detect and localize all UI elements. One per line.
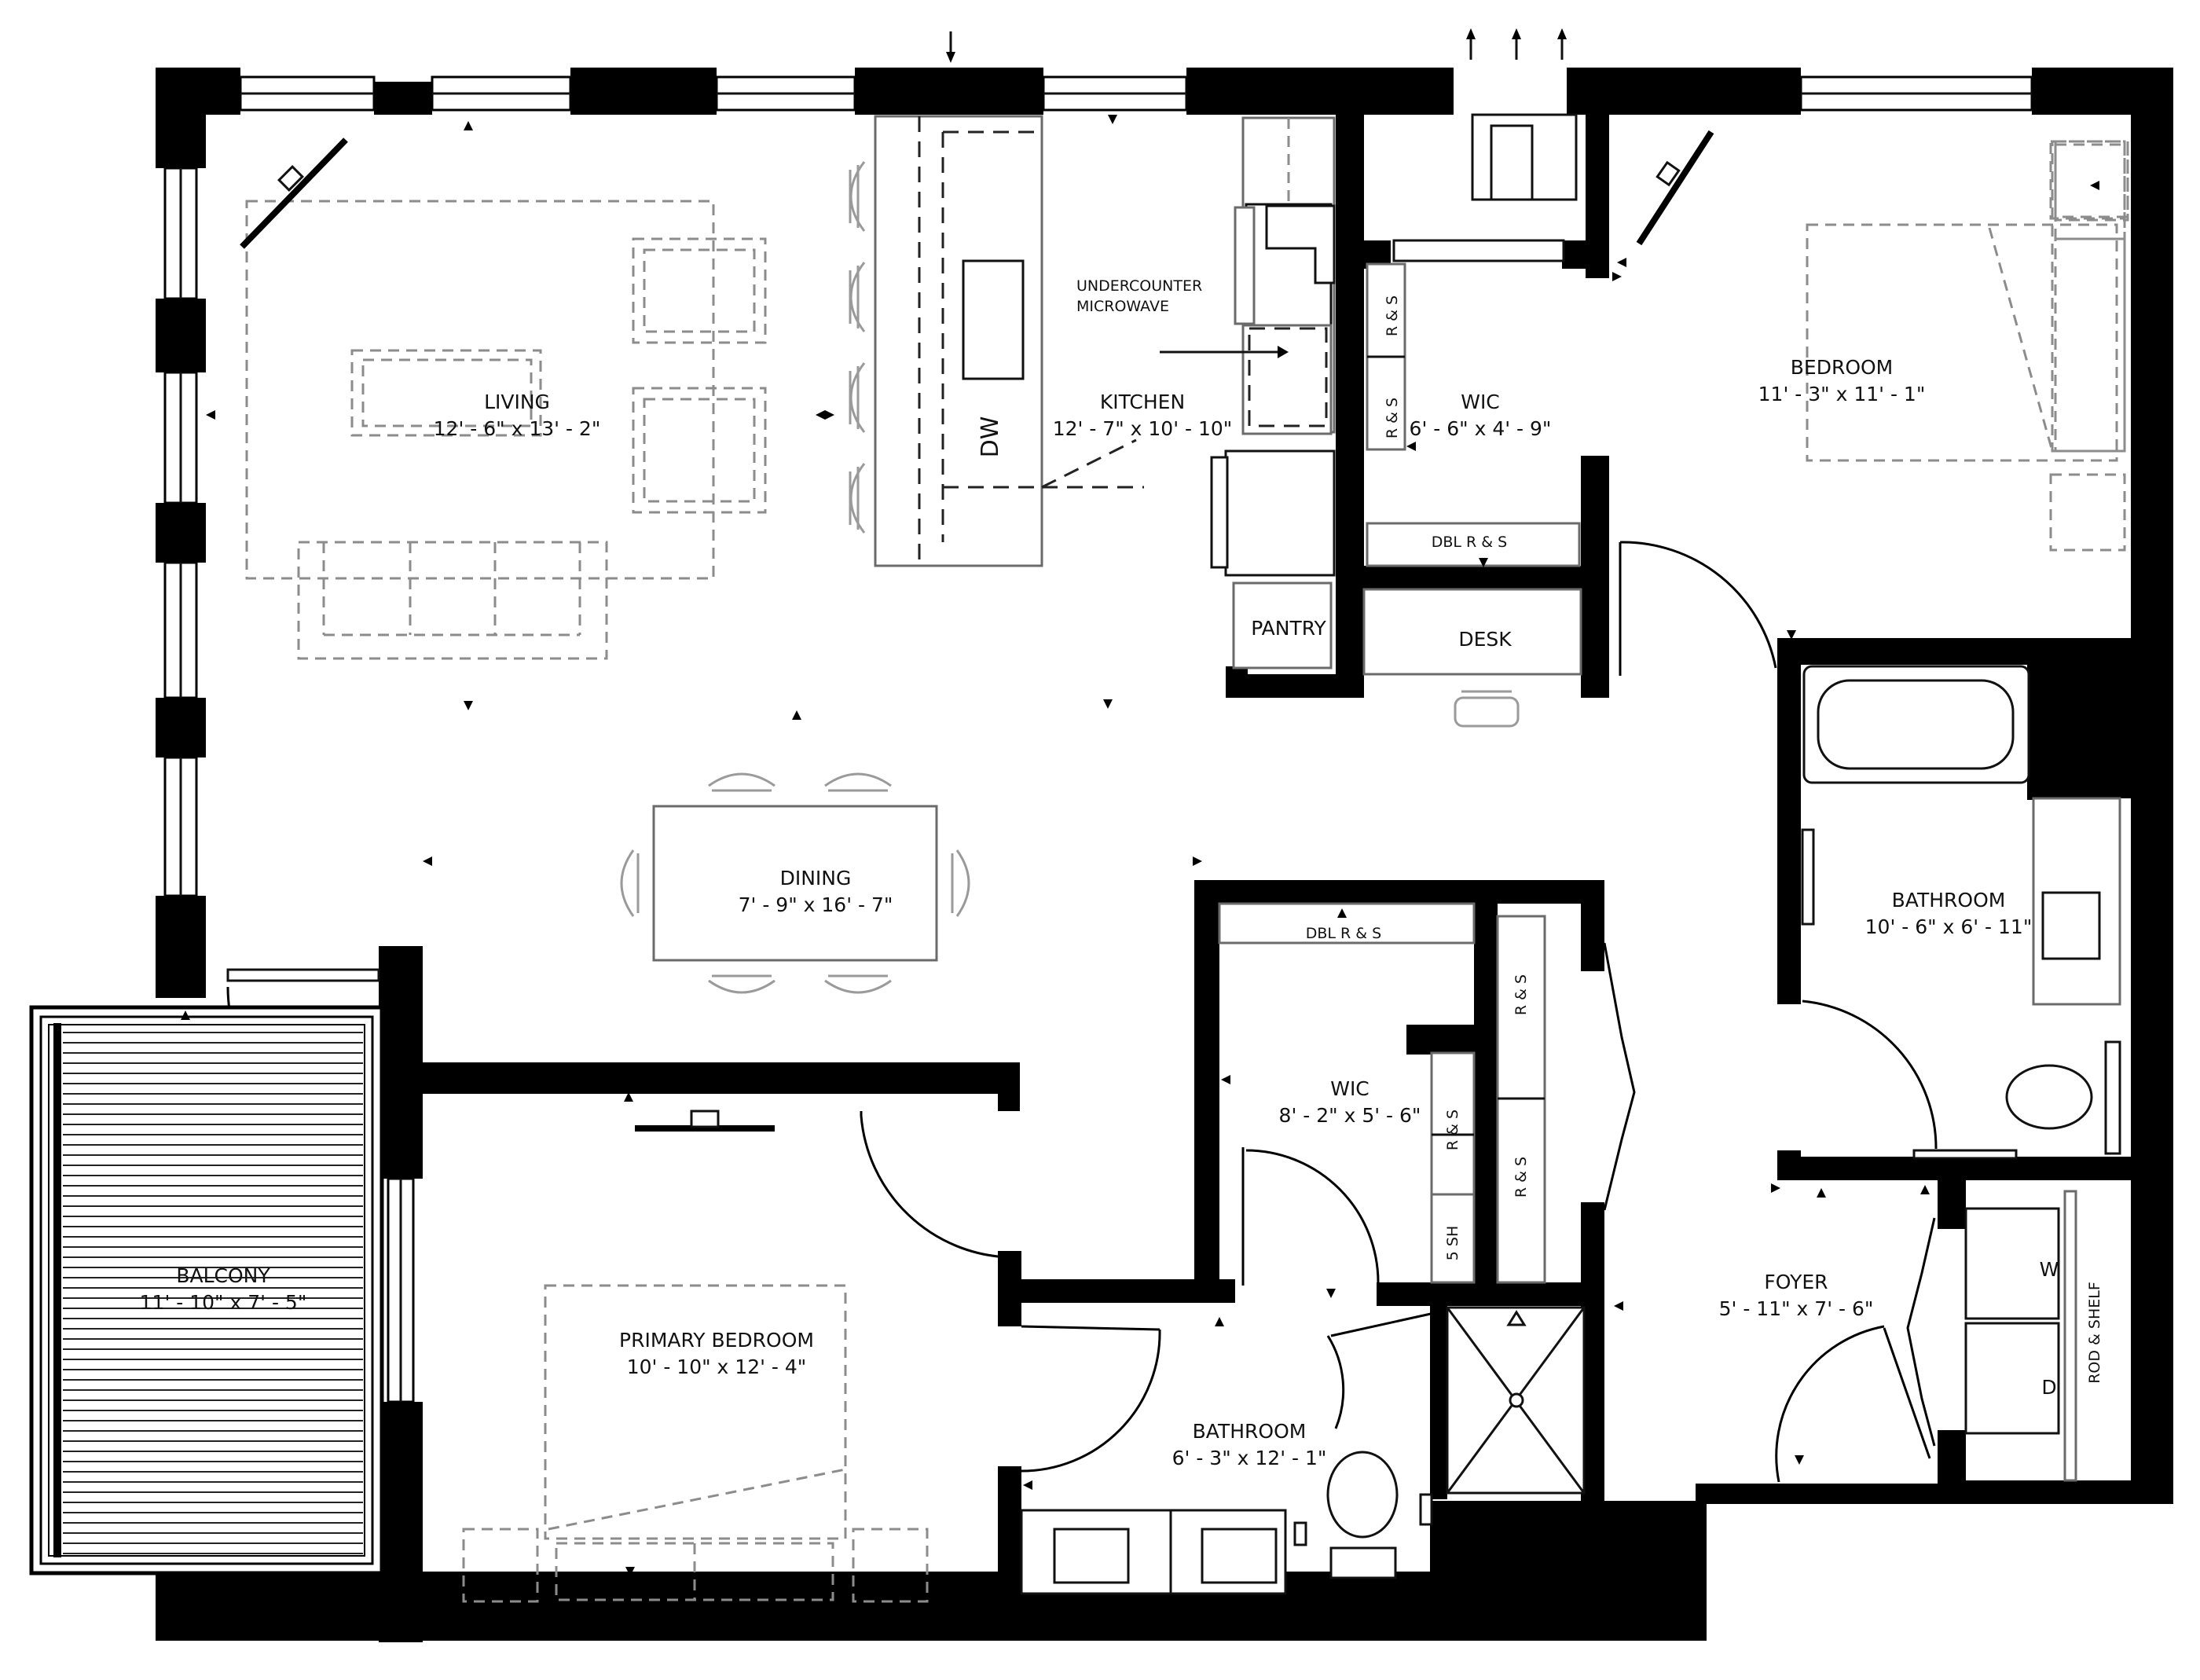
entry-arrows: [946, 28, 1567, 63]
room-labels: LIVING 12' - 6" x 13' - 2" KITCHEN 12' -…: [140, 277, 2103, 1469]
bedroom-dims: 11' - 3" x 11' - 1": [1758, 383, 1926, 405]
wic-center-5sh: 5 SH: [1444, 1226, 1461, 1260]
foyer-dims: 5' - 11" x 7' - 6": [1719, 1297, 1874, 1320]
desk-name: DESK: [1458, 628, 1512, 651]
direction-markers: [181, 115, 2099, 1576]
primary-bedroom-name: PRIMARY BEDROOM: [619, 1329, 814, 1352]
pantry-name: PANTRY: [1251, 617, 1326, 640]
laundry: [1964, 1190, 2077, 1482]
dining-table: [620, 772, 970, 994]
desk-area: [1362, 588, 1582, 728]
dining-name: DINING: [780, 867, 852, 890]
bathroom-center-fixtures: [1020, 1451, 1433, 1595]
dining-dims: 7' - 9" x 16' - 7": [739, 893, 893, 916]
bathroom-center-name: BATHROOM: [1193, 1420, 1307, 1443]
living-dims: 12' - 6" x 13' - 2": [434, 417, 601, 440]
wic-top-rs-2: R & S: [1384, 398, 1401, 438]
wic-center-name: WIC: [1330, 1077, 1370, 1100]
wic-top-dbl-rs: DBL R & S: [1432, 534, 1507, 551]
balcony-name: BALCONY: [176, 1264, 270, 1287]
kitchen-island: DW: [849, 115, 1144, 567]
bathroom-right-dims: 10' - 6" x 6' - 11": [1865, 915, 2033, 938]
exterior-walls: [156, 68, 2173, 1642]
balcony-deck: [29, 1005, 384, 1575]
kitchen-dims: 12' - 7" x 10' - 10": [1053, 417, 1233, 440]
living-furniture: [245, 200, 767, 660]
bathroom-right-name: BATHROOM: [1892, 889, 2006, 912]
tv-bedroom: [1636, 130, 1714, 246]
living-name: LIVING: [484, 391, 550, 413]
bathroom-center-dims: 6' - 3" x 12' - 1": [1172, 1447, 1327, 1469]
washer-label: W: [2040, 1258, 2059, 1281]
undercounter-label-2: MICROWAVE: [1076, 298, 1169, 315]
primary-bed: [462, 1284, 929, 1603]
wic-center-rs-3: R & S: [1444, 1110, 1461, 1150]
wic-center-dims: 8' - 2" x 5' - 6": [1279, 1104, 1421, 1127]
wic-top-dims: 6' - 6" x 4' - 9": [1410, 417, 1552, 440]
bathroom-right-fixtures: [1801, 665, 2121, 1160]
wic-center-dbl-rs: DBL R & S: [1306, 925, 1381, 942]
foyer-name: FOYER: [1764, 1271, 1828, 1293]
kitchen-name: KITCHEN: [1100, 391, 1185, 413]
wic-center-shelving: [1218, 902, 1546, 1284]
primary-bedroom-dims: 10' - 10" x 12' - 4": [627, 1355, 807, 1378]
wic-center-rs-1: R & S: [1512, 974, 1530, 1015]
kitchen-counters: [1160, 116, 1336, 669]
rod-shelf-label: ROD & SHELF: [2086, 1282, 2103, 1384]
bedroom-furniture: [1806, 140, 2129, 552]
wic-top-name: WIC: [1461, 391, 1500, 413]
balcony-dims: 11' - 10" x 7' - 5": [140, 1291, 307, 1314]
tv-primary: [635, 1110, 775, 1132]
wic-top-rs-1: R & S: [1384, 295, 1401, 336]
tv-living: [240, 138, 348, 249]
wic-top-shelving: [1366, 113, 1581, 567]
dishwasher-label: DW: [977, 416, 1004, 458]
dryer-label: D: [2041, 1376, 2056, 1399]
doors: [226, 541, 1938, 1483]
shower: [1446, 1306, 1586, 1495]
bedroom-name: BEDROOM: [1791, 356, 1894, 379]
undercounter-label-1: UNDERCOUNTER: [1076, 277, 1202, 295]
wic-center-rs-2: R & S: [1512, 1157, 1530, 1198]
